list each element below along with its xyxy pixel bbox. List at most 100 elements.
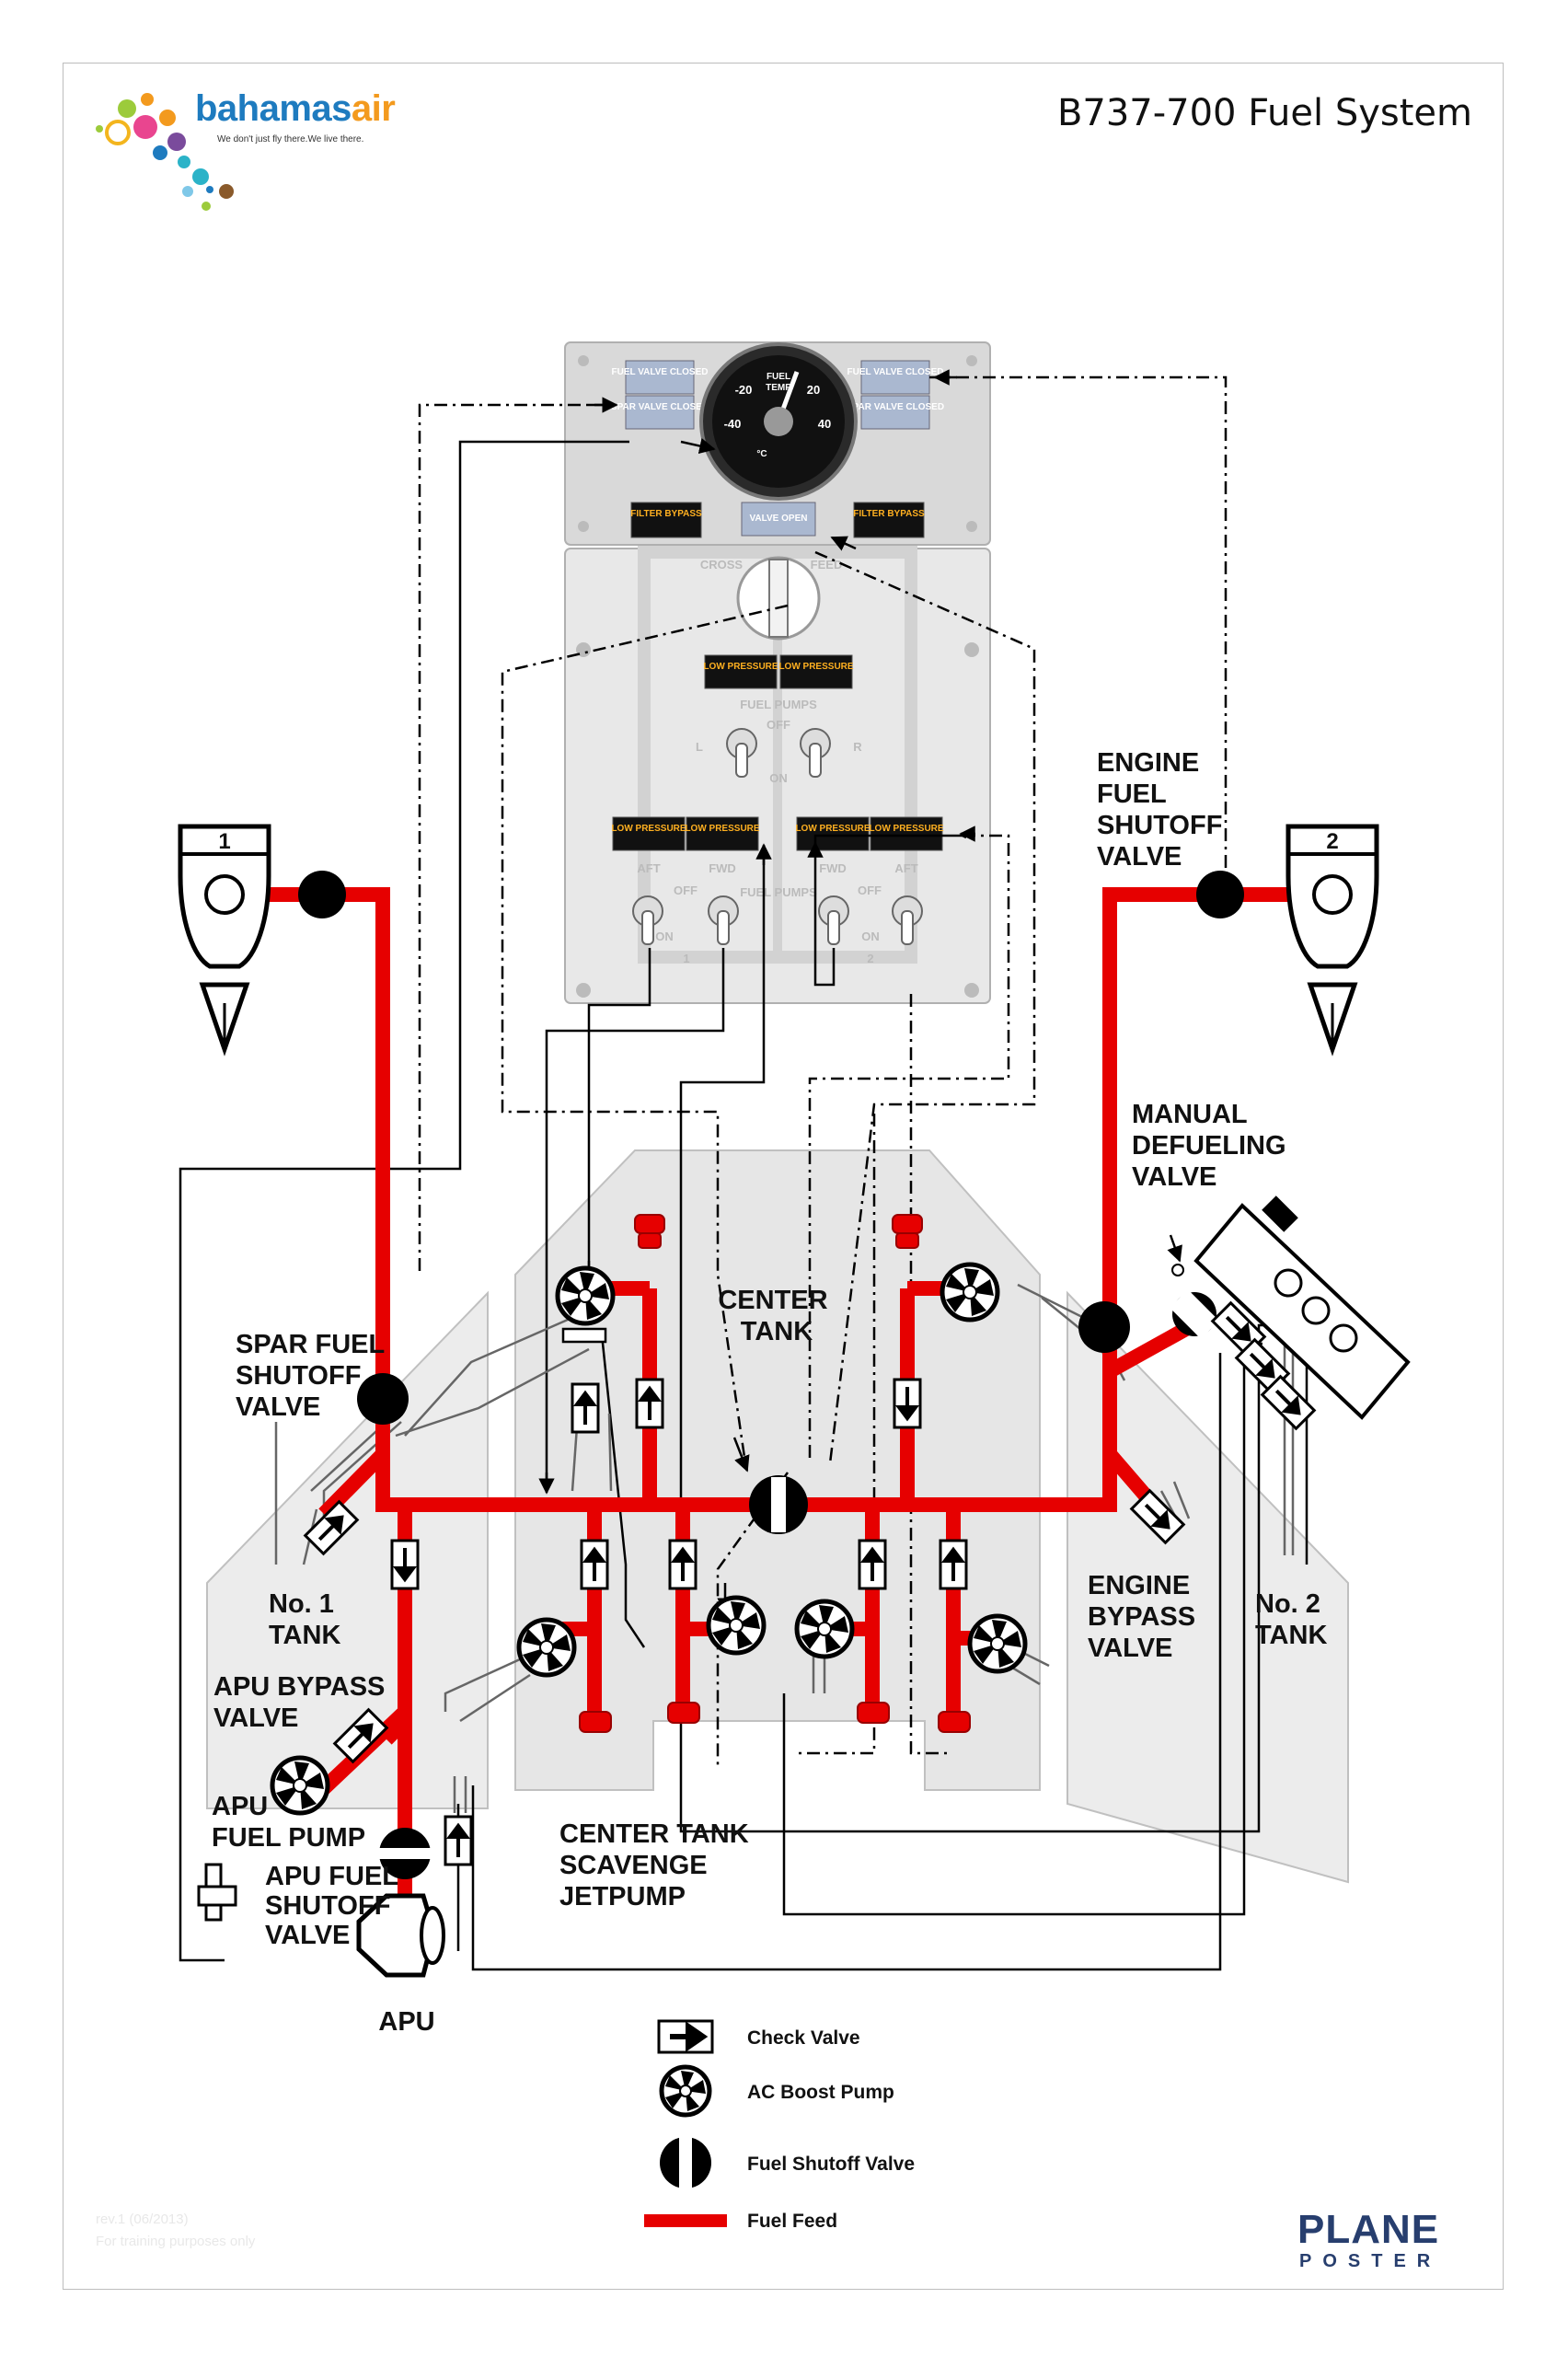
fuel-temp-gauge: FUEL TEMP -20 20 -40 40 °C	[699, 342, 858, 501]
svg-text:OFF: OFF	[858, 884, 882, 897]
check-valve-fwd-2	[858, 1539, 887, 1590]
engine-1-fuel-shutoff-valve-icon	[298, 871, 346, 918]
page-title: B737-700 Fuel System	[1056, 92, 1472, 134]
check-valve-eng1-bypass	[303, 1499, 360, 1556]
center-pump-switch-right	[800, 728, 831, 778]
engine-2-icon: 2	[1286, 824, 1379, 1057]
boost-pumps	[270, 1262, 1028, 1816]
svg-text:L: L	[696, 740, 703, 754]
engine-1-icon: 1	[178, 824, 271, 1057]
fuel-valve-closed-light-right: FUEL VALVE CLOSED	[847, 360, 944, 395]
svg-text:AFT: AFT	[637, 861, 660, 875]
svg-text:AFT: AFT	[894, 861, 917, 875]
apu-fuel-pump-icon	[270, 1755, 330, 1816]
low-pressure-light-ctr-left: LOW PRESSURE	[703, 654, 778, 689]
svg-text:LOW PRESSURE: LOW PRESSURE	[869, 824, 943, 834]
svg-text:ON: ON	[861, 930, 880, 943]
svg-text:Check Valve: Check Valve	[747, 2027, 860, 2049]
svg-text:FILTER BYPASS: FILTER BYPASS	[853, 509, 925, 519]
fuel-valve-closed-light-left: FUEL VALVE CLOSED	[611, 360, 709, 395]
svg-text:-40: -40	[724, 417, 742, 431]
upper-fuel-panel: FUEL VALVE CLOSED SPAR VALVE CLOSED FUEL…	[564, 341, 991, 546]
label-apu-bypass: APU BYPASS VALVE	[213, 1672, 392, 1733]
valve-open-light: VALVE OPEN	[741, 502, 816, 537]
label-no1-tank: No. 1 TANK	[269, 1589, 341, 1650]
legend-fuel-feed: Fuel Feed	[644, 2211, 837, 2232]
shutoff-valves	[298, 871, 1244, 1879]
svg-text:TEMP: TEMP	[766, 383, 791, 393]
svg-text:SPAR VALVE CLOSED: SPAR VALVE CLOSED	[847, 402, 944, 412]
label-apu-fuel-shutoff: APU FUEL SHUTOFF VALVE	[265, 1862, 406, 1950]
svg-text:LOW PRESSURE: LOW PRESSURE	[611, 824, 686, 834]
boost-pump-fwd-2-icon	[794, 1599, 855, 1659]
check-valve-apu-bypass	[332, 1707, 389, 1764]
label-no2-tank: No. 2 TANK	[1255, 1589, 1328, 1650]
planeposter-logo-sub: POSTER	[1299, 2251, 1442, 2271]
boost-pump-ctr-left-icon	[555, 1265, 616, 1326]
control-lines	[179, 375, 1309, 1971]
svg-text:1: 1	[683, 952, 689, 965]
svg-text:Fuel Feed: Fuel Feed	[747, 2211, 837, 2232]
spar-valve-closed-light-left: SPAR VALVE CLOSED	[611, 395, 709, 430]
label-manual-defueling: MANUAL DEFUELING VALVE	[1132, 1100, 1294, 1192]
label-spar-fuel-shutoff: SPAR FUEL SHUTOFF VALVE	[236, 1330, 392, 1422]
label-center-tank: CENTER TANK	[718, 1286, 835, 1346]
svg-text:OFF: OFF	[767, 718, 790, 732]
engine-2-fuel-shutoff-valve-icon	[1196, 871, 1244, 918]
svg-text:FUEL PUMPS: FUEL PUMPS	[740, 698, 817, 711]
apu-fuel-lever-icon	[197, 1863, 237, 1922]
svg-text:FUEL PUMPS: FUEL PUMPS	[740, 885, 817, 899]
svg-text:LOW PRESSURE: LOW PRESSURE	[703, 662, 778, 672]
svg-text:R: R	[853, 740, 862, 754]
fuel-sumps	[579, 1214, 971, 1733]
label-engine-fuel-shutoff: ENGINE FUEL SHUTOFF VALVE	[1097, 748, 1229, 872]
lower-fuel-panel: CROSS FEED LOW PRESSURE LOW PRESSURE FUE…	[564, 546, 991, 1004]
check-valve-fwd-1	[668, 1539, 698, 1590]
svg-text:FILTER BYPASS: FILTER BYPASS	[630, 509, 702, 519]
brand-tagline: We don't just fly there.We live there.	[217, 134, 364, 144]
apu-fuel-shutoff-valve-icon	[379, 1828, 431, 1879]
svg-text:CROSS: CROSS	[700, 558, 744, 572]
crossfeed-selector	[736, 556, 821, 641]
check-valve-ctr-right-down	[893, 1378, 922, 1429]
svg-text:Fuel Shutoff Valve: Fuel Shutoff Valve	[747, 2154, 915, 2175]
bahamasair-logo-icon	[96, 93, 234, 211]
svg-text:FUEL VALVE CLOSED: FUEL VALVE CLOSED	[611, 367, 708, 377]
wing-pump-switches	[632, 895, 923, 945]
no2-tank-outline	[1066, 1290, 1349, 1884]
center-pump-switch-left	[726, 728, 757, 778]
label-apu-fuel-pump: APU FUEL PUMP	[212, 1792, 365, 1853]
brand-wordmark: bahamasair	[195, 88, 396, 129]
svg-text:FWD: FWD	[709, 861, 736, 875]
spar-valve-closed-light-right: SPAR VALVE CLOSED	[847, 395, 944, 430]
manual-defueling-valve-icon	[1170, 1195, 1411, 1431]
low-pressure-light-ctr-right: LOW PRESSURE	[778, 654, 854, 689]
svg-text:FWD: FWD	[819, 861, 847, 875]
training-text: For training purposes only	[96, 2234, 256, 2249]
filter-bypass-light-right: FILTER BYPASS	[853, 502, 925, 538]
svg-text:VALVE OPEN: VALVE OPEN	[750, 514, 808, 524]
crossfeed-valve-icon	[749, 1475, 808, 1534]
svg-text:OFF: OFF	[674, 884, 698, 897]
svg-text:20: 20	[807, 383, 820, 397]
svg-text:°C: °C	[756, 449, 767, 459]
spar-valve-2-icon	[1078, 1301, 1130, 1353]
boost-pump-ctr-right-icon	[940, 1262, 1000, 1322]
label-center-scavenge: CENTER TANK SCAVENGE JETPUMP	[559, 1819, 756, 1911]
boost-pump-aft-1-icon	[516, 1617, 577, 1678]
check-valve-eng2-bypass	[1129, 1488, 1186, 1545]
legend-shutoff-valve: Fuel Shutoff Valve	[660, 2137, 915, 2189]
label-engine-bypass: ENGINE BYPASS VALVE	[1088, 1571, 1203, 1663]
svg-text:SPAR VALVE CLOSED: SPAR VALVE CLOSED	[611, 402, 709, 412]
check-valve-aft-2	[939, 1539, 968, 1590]
svg-text:ON: ON	[655, 930, 674, 943]
label-apu: APU	[378, 2007, 434, 2037]
svg-text:LOW PRESSURE: LOW PRESSURE	[795, 824, 870, 834]
apu-icon	[356, 1893, 445, 1978]
svg-text:2: 2	[1326, 829, 1338, 854]
svg-text:40: 40	[818, 417, 831, 431]
svg-text:ON: ON	[769, 771, 788, 785]
legend-boost-pump: AC Boost Pump	[659, 2064, 894, 2118]
spar-valve-1-icon	[357, 1373, 409, 1425]
